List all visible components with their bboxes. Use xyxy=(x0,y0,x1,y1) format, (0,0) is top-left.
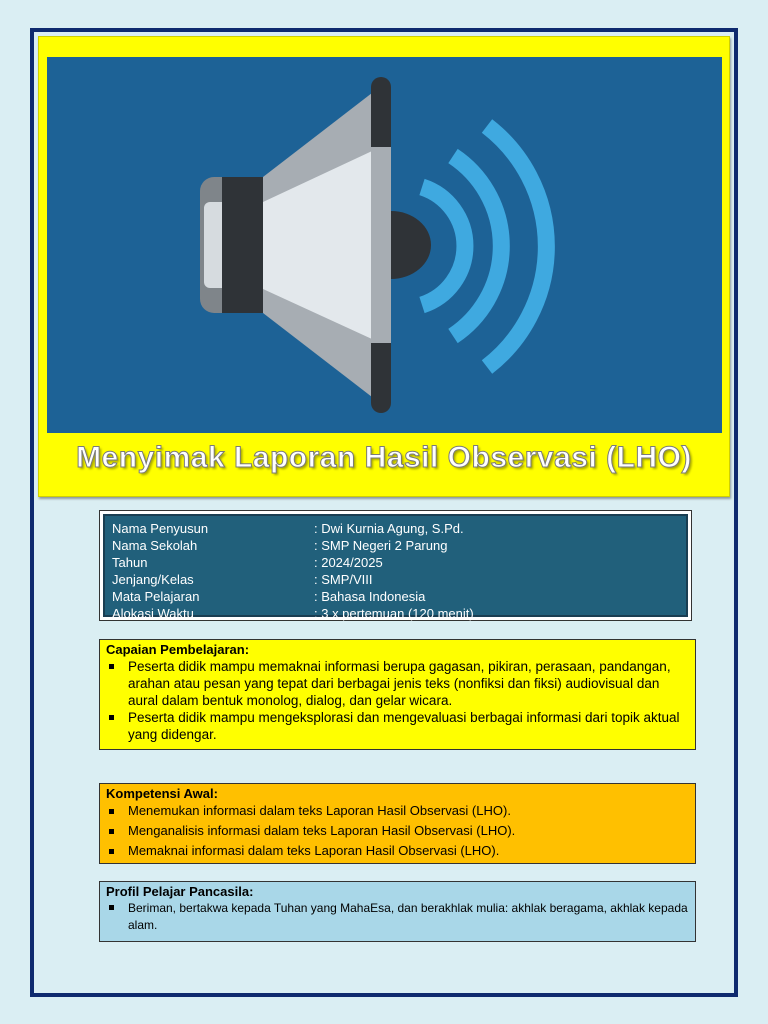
info-box: Nama Penyusun : Dwi Kurnia Agung, S.Pd. … xyxy=(99,510,692,621)
speaker-sound-icon xyxy=(200,77,555,413)
info-value: : 3 x pertemuan (120 menit) xyxy=(314,606,474,621)
info-label: Mata Pelajaran xyxy=(112,589,200,604)
list-item: Peserta didik mampu mengeksplorasi dan m… xyxy=(106,709,689,743)
cover-title: Menyimak Laporan Hasil Observasi (LHO) xyxy=(76,441,692,475)
list-item: Memaknai informasi dalam teks Laporan Ha… xyxy=(106,841,689,861)
info-label: Nama Penyusun xyxy=(112,521,209,536)
list-item: Beriman, bertakwa kepada Tuhan yang Maha… xyxy=(106,900,689,934)
info-label: Tahun xyxy=(112,555,148,570)
capaian-list: Peserta didik mampu memaknai informasi b… xyxy=(106,658,689,743)
info-label: Nama Sekolah xyxy=(112,538,198,553)
capaian-title: Capaian Pembelajaran: xyxy=(106,642,250,657)
kompetensi-list: Menemukan informasi dalam teks Laporan H… xyxy=(106,801,689,861)
capaian-pembelajaran-box: Capaian Pembelajaran: Peserta didik mamp… xyxy=(99,639,696,750)
list-item: Menemukan informasi dalam teks Laporan H… xyxy=(106,801,689,821)
cover-image xyxy=(47,57,722,433)
profil-title: Profil Pelajar Pancasila: xyxy=(106,884,254,899)
info-row: Nama Penyusun : Dwi Kurnia Agung, S.Pd. xyxy=(112,520,686,537)
info-value: : Bahasa Indonesia xyxy=(314,589,426,604)
info-value: : Dwi Kurnia Agung, S.Pd. xyxy=(314,521,464,536)
list-item: Menganalisis informasi dalam teks Lapora… xyxy=(106,821,689,841)
info-label: Jenjang/Kelas xyxy=(112,572,194,587)
kompetensi-title: Kompetensi Awal: xyxy=(106,786,218,801)
profil-pelajar-box: Profil Pelajar Pancasila: Beriman, berta… xyxy=(99,881,696,942)
info-label: Alokasi Waktu xyxy=(112,606,194,621)
info-row: Alokasi Waktu : 3 x pertemuan (120 menit… xyxy=(112,605,686,622)
list-item: Peserta didik mampu memaknai informasi b… xyxy=(106,658,689,709)
info-row: Nama Sekolah : SMP Negeri 2 Parung xyxy=(112,537,686,554)
kompetensi-awal-box: Kompetensi Awal: Menemukan informasi dal… xyxy=(99,783,696,864)
info-value: : 2024/2025 xyxy=(314,555,383,570)
info-row: Jenjang/Kelas : SMP/VIII xyxy=(112,571,686,588)
info-row: Tahun : 2024/2025 xyxy=(112,554,686,571)
info-table: Nama Penyusun : Dwi Kurnia Agung, S.Pd. … xyxy=(103,514,688,621)
info-value: : SMP/VIII xyxy=(314,572,373,587)
profil-list: Beriman, bertakwa kepada Tuhan yang Maha… xyxy=(106,900,689,934)
info-value: : SMP Negeri 2 Parung xyxy=(314,538,448,553)
info-row: Mata Pelajaran : Bahasa Indonesia xyxy=(112,588,686,605)
